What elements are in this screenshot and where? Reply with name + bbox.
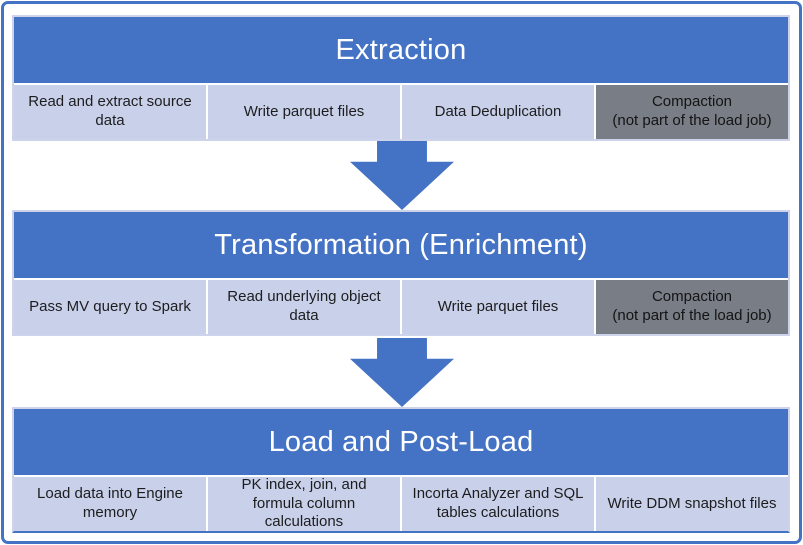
extraction-steps-row: Read and extract source data Write parqu… — [14, 85, 788, 139]
step-incorta-analyzer-sql-calculations: Incorta Analyzer and SQL tables calculat… — [402, 477, 594, 531]
step-write-parquet-files: Write parquet files — [208, 85, 400, 139]
step-load-data-into-engine-memory: Load data into Engine memory — [14, 477, 206, 531]
step-compaction-extraction: Compaction (not part of the load job) — [596, 85, 788, 139]
step-pk-index-join-formula-calculations: PK index, join, and formula column calcu… — [208, 476, 400, 531]
step-read-and-extract-source-data: Read and extract source data — [14, 85, 206, 139]
transformation-steps-row: Pass MV query to Spark Read underlying o… — [14, 280, 788, 334]
transformation-stage-table: Transformation (Enrichment) Pass MV quer… — [12, 210, 790, 336]
load-post-load-steps-row: Load data into Engine memory PK index, j… — [14, 476, 788, 531]
step-write-ddm-snapshot-files: Write DDM snapshot files — [596, 477, 788, 531]
load-post-load-stage-table: Load and Post-Load Load data into Engine… — [12, 407, 790, 533]
step-read-underlying-object-data: Read underlying object data — [208, 280, 400, 334]
step-compaction-transformation: Compaction (not part of the load job) — [596, 280, 788, 334]
step-pass-mv-query-to-spark: Pass MV query to Spark — [14, 280, 206, 334]
step-write-parquet-files-transformation: Write parquet files — [402, 280, 594, 334]
transformation-stage-title: Transformation (Enrichment) — [14, 212, 788, 278]
extraction-stage-table: Extraction Read and extract source data … — [12, 15, 790, 141]
extraction-stage-title: Extraction — [14, 17, 788, 83]
load-post-load-stage-title: Load and Post-Load — [14, 409, 788, 475]
step-data-deduplication: Data Deduplication — [402, 85, 594, 139]
